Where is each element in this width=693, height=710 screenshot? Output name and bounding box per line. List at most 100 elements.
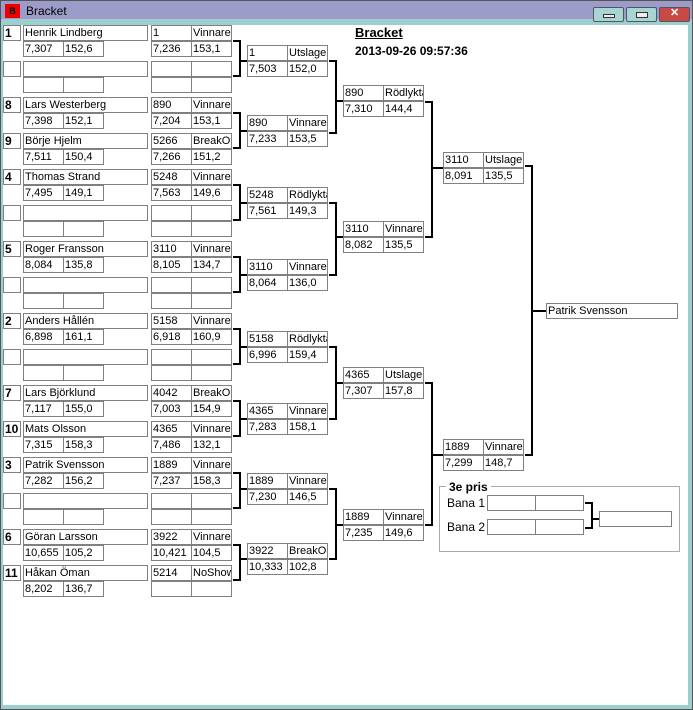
status[interactable]: Vinnare [191, 529, 232, 545]
reaction-time[interactable]: 7,282 [23, 473, 64, 489]
car-id[interactable]: 5248 [247, 187, 288, 203]
status[interactable]: Vinnare [191, 421, 232, 437]
speed[interactable]: 161,1 [63, 329, 104, 345]
reaction-time[interactable]: 7,204 [151, 113, 192, 129]
reaction-time[interactable]: 7,235 [343, 525, 384, 541]
seed-box[interactable]: 7 [3, 385, 21, 401]
status[interactable]: Vinnare [383, 221, 424, 237]
car-id[interactable]: 1889 [343, 509, 384, 525]
reaction-time[interactable]: 7,233 [247, 131, 288, 147]
driver-name[interactable] [23, 277, 148, 293]
status[interactable]: BreakOut [191, 133, 232, 149]
car-id[interactable]: 5158 [247, 331, 288, 347]
speed[interactable] [63, 365, 104, 381]
driver-name[interactable]: Roger Fransson [23, 241, 148, 257]
third-place-winner[interactable] [599, 511, 672, 527]
status[interactable]: Utslagen [483, 152, 524, 168]
speed[interactable] [191, 293, 232, 309]
speed[interactable]: 104,5 [191, 545, 232, 561]
status[interactable]: Vinnare [191, 25, 232, 41]
reaction-time[interactable]: 7,236 [151, 41, 192, 57]
car-id[interactable]: 4365 [343, 367, 384, 383]
status[interactable] [191, 61, 232, 77]
speed[interactable]: 155,0 [63, 401, 104, 417]
speed[interactable]: 158,3 [63, 437, 104, 453]
speed[interactable] [191, 509, 232, 525]
speed[interactable]: 144,4 [383, 101, 424, 117]
speed[interactable] [63, 77, 104, 93]
driver-name[interactable] [23, 349, 148, 365]
reaction-time[interactable]: 7,307 [23, 41, 64, 57]
car-id[interactable]: 5214 [151, 565, 192, 581]
status[interactable]: Vinnare [191, 169, 232, 185]
reaction-time[interactable]: 7,486 [151, 437, 192, 453]
driver-name[interactable]: Lars Björklund [23, 385, 148, 401]
driver-name[interactable]: Thomas Strand [23, 169, 148, 185]
seed-box[interactable]: 11 [3, 565, 21, 581]
speed[interactable]: 157,8 [383, 383, 424, 399]
reaction-time[interactable]: 6,898 [23, 329, 64, 345]
speed[interactable] [191, 365, 232, 381]
car-id[interactable]: 1889 [443, 439, 484, 455]
car-id[interactable]: 890 [151, 97, 192, 113]
reaction-time[interactable]: 8,105 [151, 257, 192, 273]
lane2-speed-input[interactable] [535, 519, 584, 535]
driver-name[interactable]: Anders Hållén [23, 313, 148, 329]
speed[interactable] [63, 509, 104, 525]
seed-box[interactable]: 6 [3, 529, 21, 545]
speed[interactable]: 158,1 [287, 419, 328, 435]
status[interactable]: NoShow [191, 565, 232, 581]
status[interactable]: Vinnare [191, 97, 232, 113]
status[interactable]: Vinnare [287, 115, 328, 131]
speed[interactable]: 151,2 [191, 149, 232, 165]
car-id[interactable]: 3110 [247, 259, 288, 275]
status[interactable]: Vinnare [287, 473, 328, 489]
speed[interactable] [63, 293, 104, 309]
reaction-time[interactable]: 7,307 [343, 383, 384, 399]
speed[interactable]: 146,5 [287, 489, 328, 505]
car-id[interactable]: 3110 [443, 152, 484, 168]
speed[interactable]: 152,1 [63, 113, 104, 129]
speed[interactable]: 134,7 [191, 257, 232, 273]
speed[interactable]: 149,6 [383, 525, 424, 541]
driver-name[interactable]: Lars Westerberg [23, 97, 148, 113]
seed-box[interactable]: 2 [3, 313, 21, 329]
car-id[interactable]: 1889 [151, 457, 192, 473]
speed[interactable] [191, 221, 232, 237]
speed[interactable]: 154,9 [191, 401, 232, 417]
reaction-time[interactable]: 7,266 [151, 149, 192, 165]
speed[interactable]: 156,2 [63, 473, 104, 489]
reaction-time[interactable]: 8,091 [443, 168, 484, 184]
car-id[interactable]: 3110 [343, 221, 384, 237]
status[interactable]: Vinnare [383, 509, 424, 525]
reaction-time[interactable]: 7,283 [247, 419, 288, 435]
speed[interactable]: 150,4 [63, 149, 104, 165]
reaction-time[interactable]: 8,082 [343, 237, 384, 253]
driver-name[interactable] [23, 205, 148, 221]
speed[interactable]: 102,8 [287, 559, 328, 575]
driver-name[interactable]: Mats Olsson [23, 421, 148, 437]
reaction-time[interactable]: 7,398 [23, 113, 64, 129]
status[interactable] [191, 493, 232, 509]
status[interactable]: Vinnare [191, 457, 232, 473]
seed-box[interactable] [3, 493, 21, 509]
status[interactable] [191, 349, 232, 365]
car-id[interactable]: 5158 [151, 313, 192, 329]
speed[interactable] [63, 221, 104, 237]
speed[interactable]: 105,2 [63, 545, 104, 561]
status[interactable] [191, 205, 232, 221]
car-id[interactable]: 3110 [151, 241, 192, 257]
status[interactable]: Vinnare [483, 439, 524, 455]
seed-box[interactable]: 1 [3, 25, 21, 41]
seed-box[interactable] [3, 61, 21, 77]
status[interactable]: Utslagen [383, 367, 424, 383]
car-id[interactable]: 5266 [151, 133, 192, 149]
status[interactable] [191, 277, 232, 293]
speed[interactable]: 159,4 [287, 347, 328, 363]
reaction-time[interactable]: 10,421 [151, 545, 192, 561]
seed-box[interactable]: 9 [3, 133, 21, 149]
status[interactable]: BreakOut [191, 385, 232, 401]
speed[interactable]: 132,1 [191, 437, 232, 453]
car-id[interactable]: 4365 [247, 403, 288, 419]
driver-name[interactable] [23, 493, 148, 509]
